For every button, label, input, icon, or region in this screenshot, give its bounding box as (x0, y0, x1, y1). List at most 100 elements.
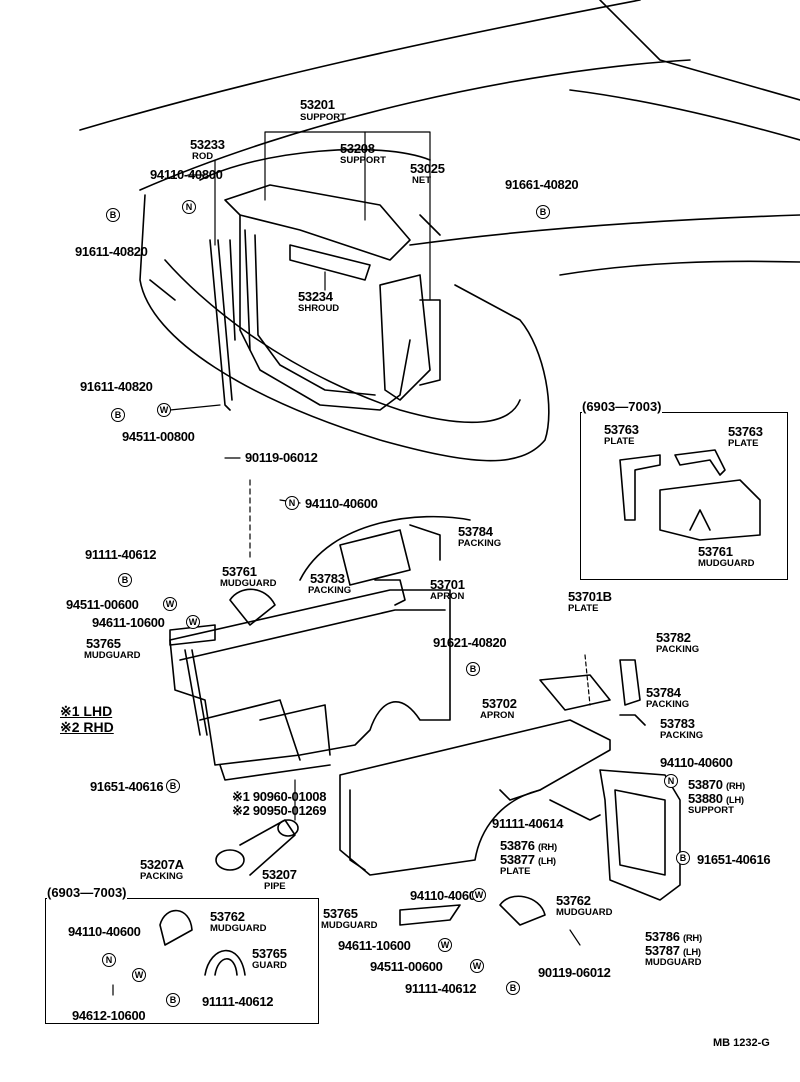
part-94110-40600-a: 94110-40600 (305, 496, 378, 511)
nut-symbol: N (285, 496, 299, 510)
part-53207-name: PIPE (264, 881, 286, 892)
part-53234: 53234 (298, 289, 333, 304)
legend-lhd: ※1 LHD (60, 703, 113, 719)
part-53782-name: PACKING (656, 644, 700, 655)
part-53787: 53787 (LH) (645, 943, 701, 958)
inset-box-right (580, 412, 788, 580)
inset-part-94612-10600: 94612-10600 (72, 1008, 146, 1023)
part-53701: 53701 (430, 577, 465, 592)
part-53761-a-name: MUDGUARD (220, 578, 277, 589)
inset-part-53763-a-name: PLATE (604, 436, 635, 447)
part-53870: 53870 (RH) (688, 777, 745, 792)
nut-symbol: N (182, 200, 196, 214)
part-53784-a-name: PACKING (458, 538, 502, 549)
part-94611-10600-b: 94611-10600 (338, 938, 411, 953)
part-53876: 53876 (RH) (500, 838, 557, 853)
part-53201-name: SUPPORT (300, 112, 346, 123)
part-91111-40612-b: 91111-40612 (405, 981, 477, 996)
washer-symbol: W (132, 968, 146, 982)
bottom-parts (399, 895, 581, 946)
inset-box-left (45, 898, 319, 1024)
part-53701B-name: PLATE (568, 603, 599, 614)
part-53782: 53782 (656, 630, 691, 645)
part-91611-40820-a: 91611-40820 (75, 244, 148, 259)
part-94110-40600-c: 94110-40600 (410, 888, 483, 903)
part-53025-name: NET (412, 175, 431, 186)
part-53207A-name: PACKING (140, 871, 184, 882)
part-53207: 53207 (262, 867, 297, 882)
bolt-symbol: B (106, 208, 120, 222)
bolt-symbol: B (536, 205, 550, 219)
inset-left-title: (6903—7003) (47, 885, 127, 900)
part-94511-00600-b: 94511-00600 (370, 959, 443, 974)
inset-part-53763-b: 53763 (728, 424, 763, 439)
inset-part-53765: 53765 (252, 946, 287, 961)
part-53701-name: APRON (430, 591, 465, 602)
part-53233-name: ROD (192, 151, 214, 162)
inset-part-91111-40612: 91111-40612 (202, 994, 274, 1009)
part-90119-06012-a: 90119-06012 (245, 450, 318, 465)
inset-part-53763-b-name: PLATE (728, 438, 759, 449)
part-53702: 53702 (482, 696, 517, 711)
part-94511-00600-a: 94511-00600 (66, 597, 139, 612)
part-53765-a-name: MUDGUARD (84, 650, 141, 661)
part-90960-01008: ※1 90960-01008 (232, 789, 327, 804)
inset-part-53762-name: MUDGUARD (210, 923, 267, 934)
bolt-symbol: B (506, 981, 520, 995)
part-91111-40614: 91111-40614 (492, 816, 564, 831)
inset-part-53763-a: 53763 (604, 422, 639, 437)
part-91661-40820: 91661-40820 (505, 177, 579, 192)
nut-symbol: N (664, 774, 678, 788)
part-91611-40820-b: 91611-40820 (80, 379, 153, 394)
bolt-symbol: B (111, 408, 125, 422)
radiator-support-frame (209, 184, 441, 411)
part-90119-06012-b: 90119-06012 (538, 965, 611, 980)
part-53880: 53880 (LH) (688, 791, 744, 806)
part-91651-40616-a: 91651-40616 (90, 779, 164, 794)
part-53201: 53201 (300, 97, 335, 112)
bolt-symbol: B (466, 662, 480, 676)
nut-symbol: N (102, 953, 116, 967)
washer-symbol: W (470, 959, 484, 973)
right-inset-parts (619, 449, 761, 541)
part-53784-b: 53784 (646, 685, 681, 700)
part-53702-name: APRON (480, 710, 515, 721)
inset-part-53762: 53762 (210, 909, 245, 924)
inset-part-53761: 53761 (698, 544, 733, 559)
part-53880-name: SUPPORT (688, 805, 734, 816)
part-94611-10600-a: 94611-10600 (92, 615, 165, 630)
part-53783-a-name: PACKING (308, 585, 352, 596)
pipe-assembly (215, 779, 299, 876)
bolt-symbol: B (166, 779, 180, 793)
inset-part-53765-name: GUARD (252, 960, 287, 971)
bolt-symbol: B (676, 851, 690, 865)
part-53765-b-name: MUDGUARD (321, 920, 378, 931)
part-53787-name: MUDGUARD (645, 957, 702, 968)
washer-symbol: W (163, 597, 177, 611)
part-90950-01269: ※2 90950-01269 (232, 803, 327, 818)
part-91651-40616-b: 91651-40616 (697, 852, 771, 867)
part-53786: 53786 (RH) (645, 929, 702, 944)
part-53765-a: 53765 (86, 636, 121, 651)
part-53208: 53208 (340, 141, 375, 156)
washer-symbol: W (157, 403, 171, 417)
part-53765-b: 53765 (323, 906, 358, 921)
bolt-symbol: B (118, 573, 132, 587)
part-94511-00800: 94511-00800 (122, 429, 195, 444)
inset-right-title: (6903—7003) (582, 399, 662, 414)
part-91621-40820: 91621-40820 (433, 635, 507, 650)
part-53761-a: 53761 (222, 564, 257, 579)
inset-part-53761-name: MUDGUARD (698, 558, 755, 569)
part-53784-b-name: PACKING (646, 699, 690, 710)
part-53207A: 53207A (140, 857, 184, 872)
vehicle-body-outline (79, 0, 800, 462)
part-53233: 53233 (190, 137, 225, 152)
part-53762: 53762 (556, 893, 591, 908)
part-91111-40612-a: 91111-40612 (85, 547, 157, 562)
leader-lines-top (169, 131, 431, 561)
washer-symbol: W (438, 938, 452, 952)
part-53234-name: SHROUD (298, 303, 340, 314)
inset-part-94110-40600: 94110-40600 (68, 924, 141, 939)
part-94110-40600-b: 94110-40600 (660, 755, 733, 770)
